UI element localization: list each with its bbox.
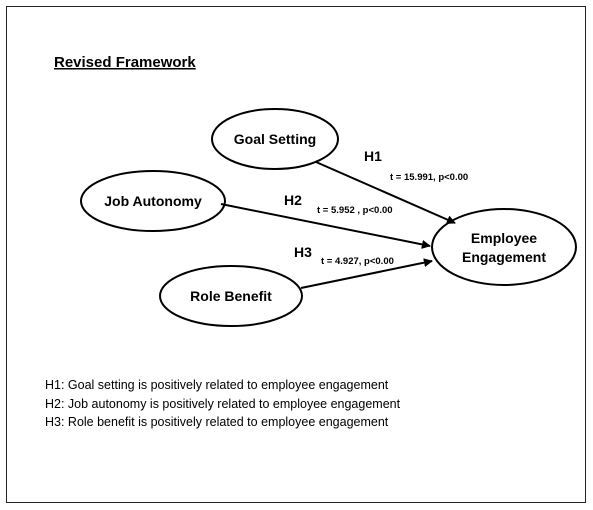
hypotheses-list: H1: Goal setting is positively related t…: [45, 376, 545, 432]
path-h1-stat: t = 15.991, p<0.00: [390, 172, 468, 183]
node-employee-engagement-label-1: Employee: [471, 230, 537, 246]
node-job-autonomy-label: Job Autonomy: [104, 193, 202, 209]
hypothesis-h1: H1: Goal setting is positively related t…: [45, 378, 389, 392]
arrow-h1: [315, 161, 456, 224]
path-h1-label: H1: [364, 148, 382, 164]
diagram-title: Revised Framework: [54, 54, 196, 71]
node-employee-engagement-label-2: Engagement: [462, 249, 546, 265]
node-role-benefit-label: Role Benefit: [190, 288, 272, 304]
arrow-h2: [220, 203, 431, 249]
path-h3-stat: t = 4.927, p<0.00: [321, 256, 394, 267]
path-h3-label: H3: [294, 244, 312, 260]
hypothesis-h2: H2: Job autonomy is positively related t…: [45, 396, 401, 411]
node-job-autonomy: Job Autonomy: [80, 170, 226, 232]
node-goal-setting: Goal Setting: [211, 108, 339, 170]
node-employee-engagement: Employee Engagement: [431, 208, 577, 286]
path-h2-stat: t = 5.952 , p<0.00: [317, 205, 393, 216]
node-role-benefit: Role Benefit: [159, 265, 303, 327]
hypothesis-h3: H3: Role benefit is positively related t…: [45, 415, 389, 429]
arrow-h3: [300, 258, 433, 289]
node-goal-setting-label: Goal Setting: [234, 131, 316, 147]
path-h2-label: H2: [284, 192, 302, 208]
